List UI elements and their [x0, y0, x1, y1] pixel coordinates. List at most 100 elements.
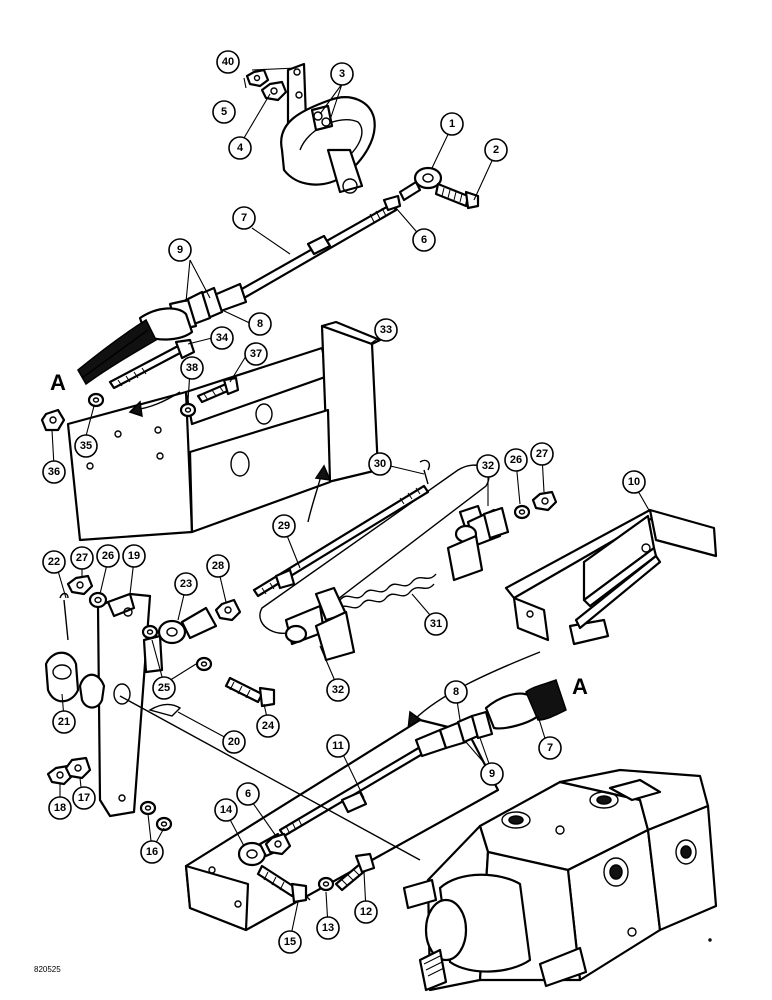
- callout-38: 38: [180, 356, 204, 380]
- arrowhead-middle: [314, 464, 332, 481]
- callout-number: 8: [453, 686, 459, 698]
- callout-9-lower: 9: [480, 762, 504, 786]
- callout-20: 20: [222, 730, 246, 754]
- bolt-15: [256, 864, 308, 904]
- callout-number: 3: [339, 68, 345, 80]
- callout-12: 12: [354, 900, 378, 924]
- callout-number: 7: [241, 212, 247, 224]
- callout-number: 27: [76, 552, 88, 564]
- callout-17: 17: [72, 786, 96, 810]
- nut-upper: [245, 68, 288, 102]
- support-bracket: [504, 508, 718, 646]
- callout-number: 14: [220, 804, 233, 816]
- direction-arrow-lower: [413, 651, 541, 721]
- callout-number: 28: [212, 560, 224, 572]
- spring-rod-assembly: [252, 459, 510, 662]
- callout-number: 12: [360, 906, 372, 918]
- callout-number: 24: [262, 720, 275, 732]
- arrowhead-upper: [128, 400, 143, 418]
- callout-14: 14: [214, 798, 238, 822]
- nuts-left-lower: [46, 756, 92, 786]
- callout-number: 21: [58, 716, 70, 728]
- callout-18: 18: [48, 796, 72, 820]
- callout-36: 36: [42, 460, 66, 484]
- callout-number: 31: [430, 618, 442, 630]
- callout-32-upper: 32: [476, 454, 500, 478]
- callout-number: 36: [48, 466, 60, 478]
- washers-16: [139, 800, 173, 832]
- control-cable-lower: [278, 679, 567, 838]
- callout-6-upper: 6: [412, 228, 436, 252]
- callout-6-lower: 6: [236, 782, 260, 806]
- callout-number: 27: [536, 448, 548, 460]
- callout-8-lower: 8: [444, 680, 468, 704]
- control-lever: [280, 62, 376, 194]
- callout-33: 33: [374, 318, 398, 342]
- callout-number: 32: [482, 460, 494, 472]
- callout-7-lower: 7: [538, 736, 562, 760]
- bolt-37: [196, 376, 240, 404]
- washers-bracket: [40, 392, 197, 432]
- callout-35: 35: [74, 434, 98, 458]
- callout-number: 15: [284, 936, 296, 948]
- callout-number: 20: [228, 736, 240, 748]
- callout-13: 13: [316, 916, 340, 940]
- bolt-34: [108, 338, 196, 390]
- callout-27-left: 27: [70, 546, 94, 570]
- callout-3: 3: [330, 62, 354, 86]
- control-cable-upper: [77, 194, 402, 386]
- callout-31: 31: [424, 612, 448, 636]
- callout-number: 40: [222, 56, 234, 68]
- callout-number: 7: [547, 742, 553, 754]
- callout-number: 37: [250, 348, 262, 360]
- reference-letter-a-upper: A: [50, 370, 66, 395]
- callout-number: 4: [237, 142, 244, 154]
- callout-4: 4: [228, 136, 252, 160]
- callout-32-lower: 32: [326, 678, 350, 702]
- callout-number: 17: [78, 792, 90, 804]
- callout-number: 29: [278, 520, 290, 532]
- callout-number: 26: [510, 454, 522, 466]
- callout-number: 11: [332, 740, 344, 752]
- hydraulic-pump: [402, 768, 718, 992]
- figure-id: 820525: [34, 965, 61, 974]
- callout-number: 10: [628, 476, 640, 488]
- reference-letter-a-lower: A: [572, 674, 588, 699]
- callout-9-upper: 9: [168, 238, 192, 262]
- callout-2: 2: [484, 138, 508, 162]
- callout-28: 28: [206, 554, 230, 578]
- callout-number: 34: [216, 332, 229, 344]
- callout-15: 15: [278, 930, 302, 954]
- pump-shaft-hub: [44, 592, 164, 709]
- pump-shaft-link-line: [119, 695, 421, 861]
- callout-1: 1: [440, 112, 464, 136]
- callout-26-left: 26: [96, 544, 120, 568]
- callout-number: 33: [380, 324, 392, 336]
- bolt-12: [317, 852, 376, 892]
- callout-27-right: 27: [530, 442, 554, 466]
- callout-number: 6: [421, 234, 427, 246]
- callout-number: 22: [48, 556, 60, 568]
- callout-16: 16: [140, 840, 164, 864]
- nuts-left-upper: [66, 574, 108, 609]
- callout-number: 38: [186, 362, 198, 374]
- callout-number: 23: [180, 578, 192, 590]
- callout-24: 24: [256, 714, 280, 738]
- callout-7-upper: 7: [232, 206, 256, 230]
- callout-26-right: 26: [504, 448, 528, 472]
- callout-11: 11: [326, 734, 350, 758]
- callout-number: 26: [102, 550, 114, 562]
- callout-37: 37: [244, 342, 268, 366]
- callout-23: 23: [174, 572, 198, 596]
- callout-number: 30: [374, 458, 386, 470]
- callout-34: 34: [210, 326, 234, 350]
- callout-number: 8: [257, 318, 263, 330]
- pump-lever: [96, 592, 152, 818]
- cable-bracket: [66, 320, 382, 542]
- callout-number: 5: [221, 106, 227, 118]
- callout-number: 19: [128, 550, 140, 562]
- callout-8-upper: 8: [248, 312, 272, 336]
- callout-number: 6: [245, 788, 251, 800]
- callout-number: 35: [80, 440, 92, 452]
